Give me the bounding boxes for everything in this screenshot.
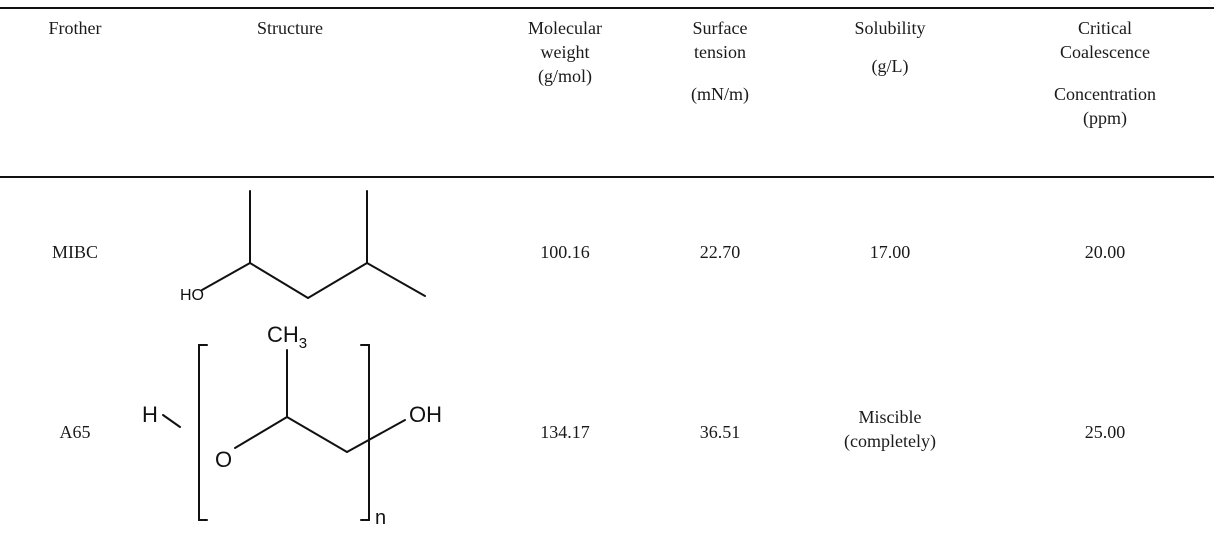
header-solubility: Solubility (g/L) [820,16,960,78]
header-mw-line1: Molecular [528,18,602,38]
row-mibc-st: 22.70 [699,242,741,262]
header-st-line3: (mN/m) [691,84,749,104]
a65-ch-label: CH3 [267,322,307,352]
row-a65-st: 36.51 [699,422,741,442]
header-ccc: Critical Coalescence Concentration (ppm) [1010,16,1200,130]
a65-ch-subscript: 3 [299,335,307,352]
mibc-structure: HO [180,190,426,304]
header-ccc-line4: (ppm) [1083,108,1127,128]
header-ccc-line2: Coalescence [1060,42,1150,62]
row-mibc-ccc: 20.00 [1084,242,1126,262]
header-mw-line3: (g/mol) [538,66,592,86]
header-mw-line2: weight [540,42,590,62]
header-ccc-line3: Concentration [1054,84,1156,104]
a65-n-label: n [375,507,386,527]
row-a65-frother: A65 [59,422,91,442]
row-mibc-frother: MIBC [51,242,98,262]
mibc-ho-label: HO [180,287,204,304]
header-sol-line1: Solubility [854,18,926,38]
header-st-line2: tension [694,42,746,62]
row-a65-ccc: 25.00 [1084,422,1126,442]
top-rule [0,7,1214,9]
header-surface-tension: Surface tension (mN/m) [660,16,780,106]
a65-o-label: O [215,447,232,472]
row-a65-sol: Miscible (completely) [820,405,960,453]
header-frother: Frother [48,18,102,38]
row-a65-sol-line1: Miscible [858,407,922,427]
row-a65-mw: 134.17 [540,422,590,442]
header-rule [0,176,1214,178]
row-a65-sol-line2: (completely) [844,431,936,451]
a65-structure: H O CH3 OH n [142,322,442,527]
header-st-line1: Surface [692,18,748,38]
a65-h-label: H [142,402,158,427]
a65-oh-label: OH [409,402,442,427]
a65-ch-text: CH [267,322,299,347]
header-structure: Structure [257,18,323,38]
row-mibc-mw: 100.16 [540,242,590,262]
row-mibc-sol: 17.00 [869,242,911,262]
header-sol-line2: (g/L) [871,56,909,76]
header-molecular-weight: Molecular weight (g/mol) [490,16,640,88]
header-ccc-line1: Critical [1078,18,1132,38]
